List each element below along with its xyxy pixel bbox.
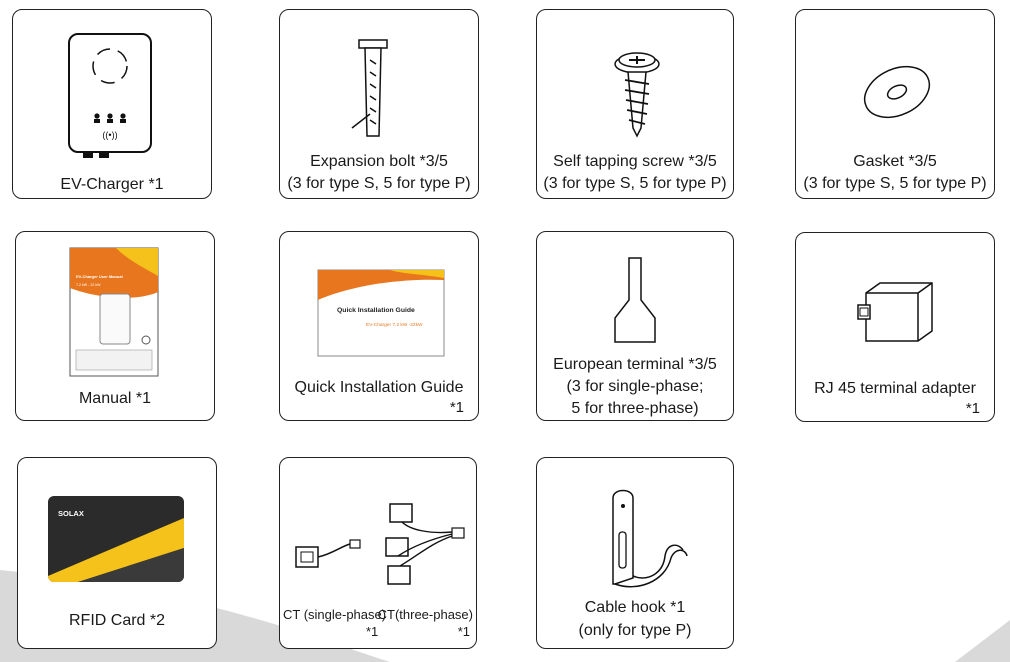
manual-cover-rating: 7.2 kW - 22 kW — [76, 283, 101, 287]
ev-charger-icon: ((•)) — [68, 33, 152, 158]
manual-cover-icon: EV-Charger User Manual 7.2 kW - 22 kW — [69, 247, 159, 377]
cable-hook-label: Cable hook *1 — [584, 599, 686, 616]
european-terminal-note2: 5 for three-phase) — [571, 400, 699, 417]
ct-single-label: CT (single-phase) — [283, 607, 387, 622]
expansion-bolt-note: (3 for type S, 5 for type P) — [287, 175, 471, 192]
quick-guide-qty: *1 — [449, 399, 464, 416]
item-gasket: Gasket *3/5 (3 for type S, 5 for type P) — [795, 9, 995, 199]
rj45-adapter-icon — [857, 282, 933, 342]
item-rfid-card: SOLAX RFID Card *2 — [17, 457, 217, 649]
item-cable-hook: Cable hook *1 (only for type P) — [536, 457, 734, 649]
rfid-card-icon: SOLAX — [48, 496, 184, 582]
european-terminal-label: European terminal *3/5 — [553, 356, 717, 373]
ct-three-label: CT(three-phase) — [377, 607, 473, 622]
expansion-bolt-label: Expansion bolt *3/5 — [310, 153, 448, 170]
guide-cover-title: Quick Installation Guide — [337, 307, 415, 314]
screw-icon — [614, 52, 660, 138]
ev-charger-label: EV-Charger *1 — [60, 176, 164, 193]
gasket-note: (3 for type S, 5 for type P) — [803, 175, 987, 192]
item-manual: EV-Charger User Manual 7.2 kW - 22 kW Ma… — [15, 231, 215, 421]
screw-label: Self tapping screw *3/5 — [553, 153, 717, 170]
expansion-bolt-icon — [351, 39, 388, 137]
ct-single-qty: *1 — [366, 624, 379, 639]
item-ct: CT (single-phase) CT(three-phase) *1 *1 — [279, 457, 477, 649]
ct-three-qty: *1 — [457, 624, 470, 639]
gasket-label: Gasket *3/5 — [853, 153, 937, 170]
quick-guide-label: Quick Installation Guide — [294, 379, 464, 396]
european-terminal-icon — [614, 257, 656, 343]
svg-text:((•)): ((•)) — [102, 130, 117, 140]
gasket-icon — [863, 65, 931, 119]
manual-cover-title: EV-Charger User Manual — [76, 274, 123, 279]
rfid-brand: SOLAX — [58, 509, 84, 518]
rfid-label: RFID Card *2 — [68, 612, 166, 629]
item-expansion-bolt: Expansion bolt *3/5 (3 for type S, 5 for… — [279, 9, 479, 199]
manual-label: Manual *1 — [78, 390, 152, 407]
rj45-label: RJ 45 terminal adapter — [814, 380, 976, 397]
item-european-terminal: European terminal *3/5 (3 for single-pha… — [536, 231, 734, 421]
ct-clamps-icon — [295, 503, 465, 585]
item-self-tapping-screw: Self tapping screw *3/5 (3 for type S, 5… — [536, 9, 734, 199]
cable-hook-note: (only for type P) — [578, 622, 692, 639]
item-rj45-adapter: RJ 45 terminal adapter *1 — [795, 232, 995, 422]
rj45-qty: *1 — [965, 400, 980, 417]
guide-cover-subtitle: EV-Charger 7.2 kW -22kW — [366, 322, 423, 328]
screw-note: (3 for type S, 5 for type P) — [543, 175, 727, 192]
cable-hook-icon — [612, 489, 688, 588]
quick-guide-icon: Quick Installation Guide EV-Charger 7.2 … — [317, 269, 445, 357]
item-ev-charger: ((•)) EV-Charger *1 — [12, 9, 212, 199]
item-quick-guide: Quick Installation Guide EV-Charger 7.2 … — [279, 231, 479, 421]
european-terminal-note1: (3 for single-phase; — [566, 378, 704, 395]
